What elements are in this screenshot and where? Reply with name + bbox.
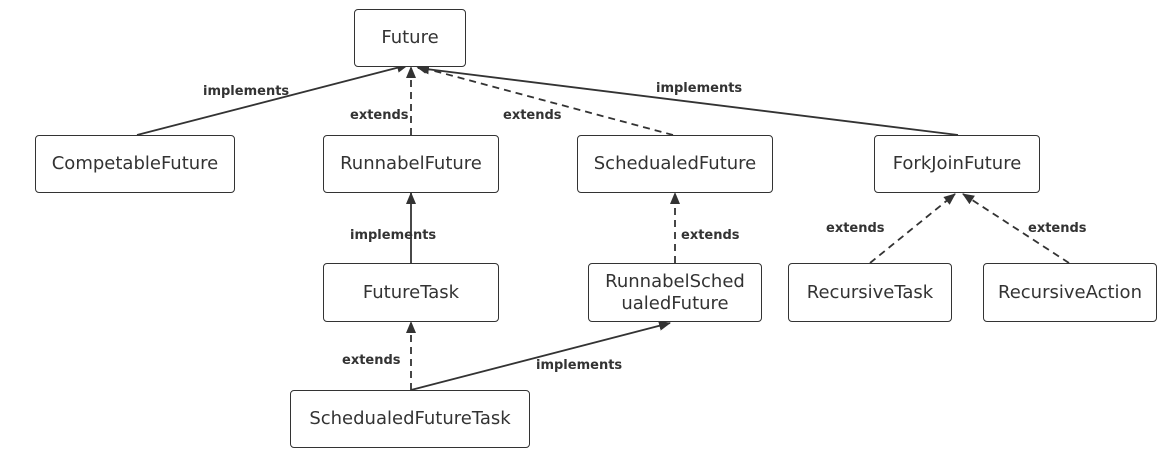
edge-recursive-task-to-forkjoin-future: extends <box>826 193 956 264</box>
node-forkjoin-future: ForkJoinFuture <box>874 135 1040 193</box>
node-competable-future: CompetableFuture <box>35 135 235 193</box>
edge-schedualed-future-task-to-future-task: extends <box>342 321 416 390</box>
node-runnabel-future: RunnabelFuture <box>323 135 499 193</box>
edge-runnabel-schedualed-future-to-schedualed-future: extends <box>670 192 740 263</box>
node-future-task: FutureTask <box>323 263 499 322</box>
edge-future-task-to-runnabel-future: implements <box>350 192 436 263</box>
edge-schedualed-future-to-future: extends <box>415 64 674 136</box>
node-runnabel-schedualed-future: RunnabelSched ualedFuture <box>588 263 762 322</box>
edge-label-extends: extends <box>1028 221 1087 236</box>
edge-label-implements: implements <box>203 84 289 99</box>
edge-label-extends: extends <box>681 228 740 243</box>
edge-label-implements: implements <box>656 81 742 96</box>
node-recursive-action: RecursiveAction <box>983 263 1157 322</box>
edge-schedualed-future-task-to-runnabel-schedualed-future: implements <box>410 320 671 391</box>
edge-forkjoin-future-to-future: implements <box>417 64 959 136</box>
edge-runnabel-future-to-future: extends <box>350 66 416 135</box>
edge-competable-future-to-future: implements <box>136 62 409 136</box>
edge-label-implements: implements <box>350 228 436 243</box>
edge-label-extends: extends <box>342 353 401 368</box>
node-schedualed-future: SchedualedFuture <box>577 135 773 193</box>
edge-label-extends: extends <box>826 221 885 236</box>
node-future: Future <box>354 9 466 67</box>
edge-label-extends: extends <box>503 108 562 123</box>
edge-recursive-action-to-forkjoin-future: extends <box>962 193 1087 264</box>
edge-label-extends: extends <box>350 108 409 123</box>
node-recursive-task: RecursiveTask <box>788 263 952 322</box>
node-schedualed-future-task: SchedualedFutureTask <box>290 390 530 448</box>
edge-label-implements: implements <box>536 358 622 373</box>
